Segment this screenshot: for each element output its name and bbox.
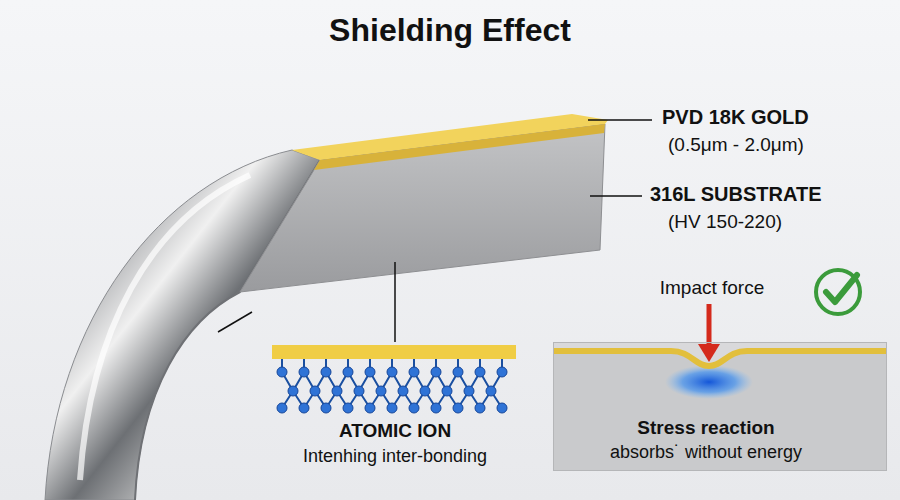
atom — [277, 367, 507, 413]
thickness-note: (0.5μm - 2.0μm) — [668, 134, 804, 156]
atom — [376, 386, 386, 396]
atom — [288, 386, 298, 396]
leader-line — [218, 312, 252, 332]
atom — [332, 386, 342, 396]
lattice-label: ATOMIC ION — [339, 420, 451, 442]
atom — [343, 367, 353, 377]
atom — [475, 403, 485, 413]
layer-label: 316L SUBSTRATE — [650, 183, 822, 206]
gold-layer — [314, 124, 605, 170]
atom — [442, 386, 452, 396]
layer-label: PVD 18K GOLD — [662, 106, 809, 129]
atom — [453, 403, 463, 413]
panel-ground — [553, 342, 887, 470]
atom — [310, 386, 320, 396]
substrate-section — [240, 124, 605, 292]
panel-note: absorbs˙ without energy — [610, 442, 802, 463]
check-circle — [816, 270, 860, 314]
atom — [343, 403, 353, 413]
leader-line — [218, 120, 652, 342]
leader-line — [394, 262, 396, 342]
atom — [277, 367, 287, 377]
atom — [365, 367, 375, 377]
atom — [299, 403, 309, 413]
atom — [486, 386, 496, 396]
gold-layer — [553, 351, 887, 366]
atom — [497, 403, 507, 413]
atom — [365, 403, 375, 413]
atom — [387, 403, 397, 413]
leader-line — [588, 119, 652, 121]
atom — [387, 367, 397, 377]
atom — [321, 403, 331, 413]
atom — [409, 403, 419, 413]
lattice-note: Intenhing inter-bonding — [303, 446, 487, 467]
ring-band — [45, 150, 320, 500]
atom — [475, 367, 485, 377]
atom — [354, 386, 364, 396]
atom — [409, 367, 419, 377]
ring-band — [45, 150, 320, 500]
impact-panel-art — [553, 304, 887, 470]
atom — [398, 386, 408, 396]
stress-glow — [665, 365, 753, 399]
diagram-title: Shielding Effect — [329, 12, 571, 49]
check-tick — [826, 275, 857, 302]
panel-heading: Stress reaction — [637, 417, 774, 439]
atom — [431, 403, 441, 413]
impact-arrow — [707, 304, 712, 346]
impact-arrowhead — [698, 344, 720, 362]
gold-bar — [272, 345, 516, 359]
atom — [464, 386, 474, 396]
substrate-sample — [553, 351, 887, 470]
atom — [497, 367, 507, 377]
check-mark — [816, 270, 860, 314]
atom — [321, 367, 331, 377]
impact-panel: Impact forceStress reactionabsorbs˙ with… — [553, 342, 887, 471]
hardness-note: (HV 150-220) — [668, 211, 782, 233]
atomic-lattice — [272, 345, 516, 413]
atom — [277, 403, 287, 413]
leader-line — [590, 195, 642, 197]
atom — [299, 367, 309, 377]
atom — [431, 367, 441, 377]
atom — [420, 386, 430, 396]
cross-section — [240, 114, 608, 292]
atom — [453, 367, 463, 377]
force-label: Impact force — [660, 277, 765, 299]
